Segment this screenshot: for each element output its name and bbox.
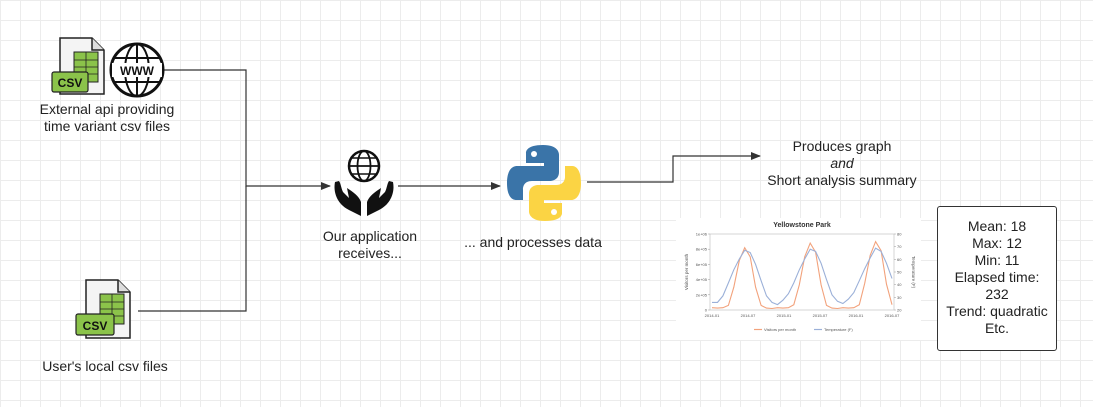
summary-line: Trend: quadratic	[946, 303, 1048, 319]
y-tick-label: 4e+05	[696, 277, 708, 282]
application-label: Our application receives...	[300, 228, 440, 262]
output-label: Produces graph and Short analysis summar…	[752, 138, 932, 189]
y2-tick-label: 40	[897, 282, 902, 287]
connector-python-to-output	[587, 152, 761, 183]
external-api-label: External api providing time variant csv …	[22, 101, 192, 135]
summary-line: Max: 12	[972, 235, 1022, 251]
chart-svg: Yellowstone Park 0 2e+05 4e+05 6e+05 8e+05 1e+…	[684, 222, 916, 332]
series-line-temperature	[712, 247, 893, 306]
summary-line: Mean: 18	[967, 218, 1027, 234]
csv-file-icon: CSV	[51, 37, 105, 95]
application-label-line2: receives...	[338, 245, 402, 261]
y-axis-label: Visitors per month	[684, 253, 689, 290]
x-tick-label: 2016-07	[885, 313, 900, 318]
x-tick-label: 2015-01	[777, 313, 792, 318]
y-tick-label: 0	[705, 308, 708, 313]
external-api-icons: CSV WWW	[50, 36, 168, 98]
x-tick-label: 2016-01	[849, 313, 864, 318]
csv-icon-text: CSV	[83, 319, 108, 333]
application-label-line1: Our application	[322, 228, 418, 244]
y-tick-label: 2e+05	[696, 292, 708, 297]
csv-file-icon: CSV	[75, 279, 131, 339]
output-line2: and	[830, 155, 854, 171]
summary-line: 232	[985, 286, 1009, 302]
y2-axis-label: Temperature (F)	[911, 256, 916, 289]
globe-www-icon: WWW	[109, 42, 165, 98]
series-line-visitors	[711, 240, 893, 310]
y2-tick-label: 20	[897, 308, 902, 313]
x-tick-label: 2015-07	[813, 313, 828, 318]
www-icon-text: WWW	[120, 64, 155, 78]
legend-label: Visitors per month	[764, 327, 796, 332]
legend-label: Temperature (F)	[824, 327, 853, 332]
y2-tick-label: 60	[897, 257, 902, 262]
y-tick-label: 1e+06	[696, 232, 708, 237]
connector-local-to-app	[138, 186, 247, 312]
y2-tick-label: 30	[897, 295, 902, 300]
hands-globe-icon	[334, 149, 394, 216]
connector-api-to-app	[162, 69, 331, 190]
output-line3: Short analysis summary	[767, 172, 917, 188]
x-tick-label: 2014-07	[741, 313, 756, 318]
y-tick-label: 6e+05	[696, 262, 708, 267]
y2-tick-label: 50	[897, 270, 902, 275]
python-logo-icon	[507, 145, 581, 221]
external-api-label-line1: External api providing	[39, 101, 175, 117]
chart-title: Yellowstone Park	[773, 222, 831, 229]
y-tick-label: 8e+05	[696, 247, 708, 252]
summary-line: Etc.	[984, 320, 1010, 336]
csv-icon-text: CSV	[58, 76, 83, 90]
local-files-icon-wrap: CSV	[74, 278, 134, 340]
y2-tick-label: 80	[897, 232, 902, 237]
summary-line: Elapsed time:	[954, 269, 1040, 285]
external-api-label-line2: time variant csv files	[43, 118, 171, 134]
x-tick-label: 2014-01	[705, 313, 720, 318]
local-files-label: User's local csv files	[42, 358, 168, 374]
analysis-summary-box: Mean: 18 Max: 12 Min: 11 Elapsed time: 2…	[937, 206, 1057, 351]
processor-label: ... and processes data	[464, 234, 602, 250]
y2-tick-label: 70	[897, 244, 902, 249]
yellowstone-chart: Yellowstone Park 0 2e+05 4e+05 6e+05 8e+05 1e+…	[676, 218, 921, 340]
output-line1: Produces graph	[792, 138, 892, 154]
summary-line: Min: 11	[974, 252, 1020, 268]
